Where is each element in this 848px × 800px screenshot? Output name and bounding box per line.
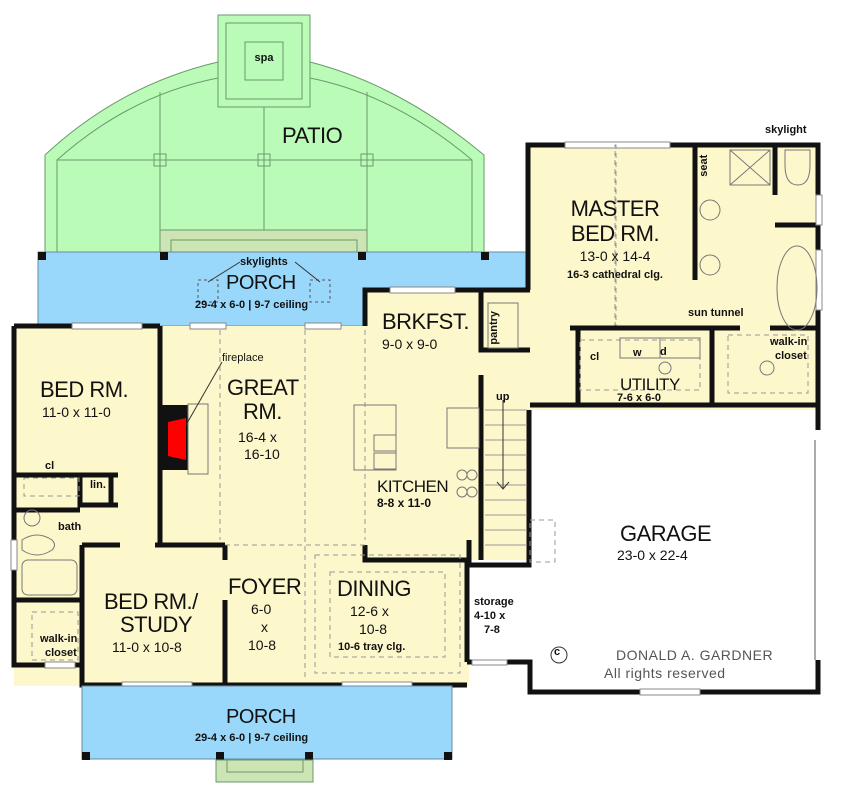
spa-label: spa — [254, 52, 274, 64]
dining-dims-1: 12-6 x — [350, 603, 389, 619]
front-porch-label: PORCH — [226, 706, 296, 728]
utility-label: UTILITY — [620, 375, 680, 394]
garage-area — [530, 410, 818, 692]
storage-label: storage — [474, 596, 514, 608]
great-room-label-2: RM. — [243, 399, 282, 424]
front-porch-dims: 29-4 x 6-0 | 9-7 ceiling — [195, 732, 309, 744]
skylights-note: skylights — [240, 256, 288, 268]
walls — [11, 142, 821, 695]
bedroom-label: BED RM. — [40, 377, 129, 402]
fireplace — [160, 403, 209, 475]
copyright-symbol: c — [554, 646, 561, 658]
dining-ceiling: 10-6 tray clg. — [338, 641, 406, 653]
fireplace-note: fireplace — [222, 352, 264, 364]
master-label-2: BED RM. — [570, 221, 660, 246]
master-label-1: MASTER — [570, 196, 660, 221]
front-porch-area — [81, 685, 453, 760]
master-walkin-2: closet — [775, 350, 807, 362]
utility-closet: cl — [590, 351, 600, 363]
patio-label: PATIO — [282, 123, 343, 148]
study-dims: 11-0 x 10-8 — [112, 639, 182, 655]
study-walkin-1: walk-in — [40, 633, 78, 645]
great-room-dims-2: 16-10 — [244, 446, 280, 462]
study-walkin-2: closet — [45, 647, 77, 659]
storage-dims-1: 4-10 x — [474, 610, 506, 622]
linen-label: lin. — [90, 479, 106, 491]
stairs-up-label: up — [496, 391, 510, 403]
copyright-line-1: DONALD A. GARDNER — [616, 647, 774, 663]
kitchen-dims: 8-8 x 11-0 — [377, 496, 432, 510]
study-label-1: BED RM./ — [104, 589, 198, 614]
patio-area — [44, 14, 485, 253]
foyer-dims-2: x — [261, 619, 268, 635]
brkfst-dims: 9-0 x 9-0 — [382, 336, 438, 352]
master-walkin-1: walk-in — [770, 336, 808, 348]
study-label-2: STUDY — [120, 612, 193, 637]
dining-dims-2: 10-8 — [359, 621, 388, 637]
washer-label: w — [633, 347, 642, 359]
bath-label: bath — [58, 521, 82, 533]
foyer-label: FOYER — [228, 574, 302, 599]
garage-dims: 23-0 x 22-4 — [617, 547, 688, 563]
utility-dims: 7-6 x 6-0 — [617, 392, 662, 404]
great-room-dims-1: 16-4 x — [238, 429, 277, 445]
skylight-note: skylight — [765, 124, 807, 136]
rear-porch-label: PORCH — [226, 272, 296, 294]
foyer-dims-1: 6-0 — [251, 601, 272, 617]
brkfst-label: BRKFST. — [382, 309, 469, 334]
master-ceiling: 16-3 cathedral clg. — [567, 269, 663, 281]
great-room-label-1: GREAT — [227, 375, 299, 400]
bedroom-closet: cl — [45, 460, 55, 472]
dryer-label: d — [660, 346, 667, 358]
copyright-line-2: All rights reserved — [604, 665, 726, 681]
master-dims: 13-0 x 14-4 — [579, 248, 651, 264]
pantry-label: pantry — [488, 310, 501, 345]
foyer-dims-3: 10-8 — [248, 637, 277, 653]
garage-label: GARAGE — [620, 521, 712, 546]
storage-dims-2: 7-8 — [484, 624, 500, 636]
kitchen-label: KITCHEN — [377, 477, 449, 496]
seat-label: seat — [698, 154, 711, 177]
dining-label: DINING — [337, 576, 412, 601]
bedroom-dims: 11-0 x 11-0 — [42, 404, 111, 420]
rear-porch-dims: 29-4 x 6-0 | 9-7 ceiling — [195, 299, 309, 311]
sun-tunnel-note: sun tunnel — [688, 307, 744, 319]
